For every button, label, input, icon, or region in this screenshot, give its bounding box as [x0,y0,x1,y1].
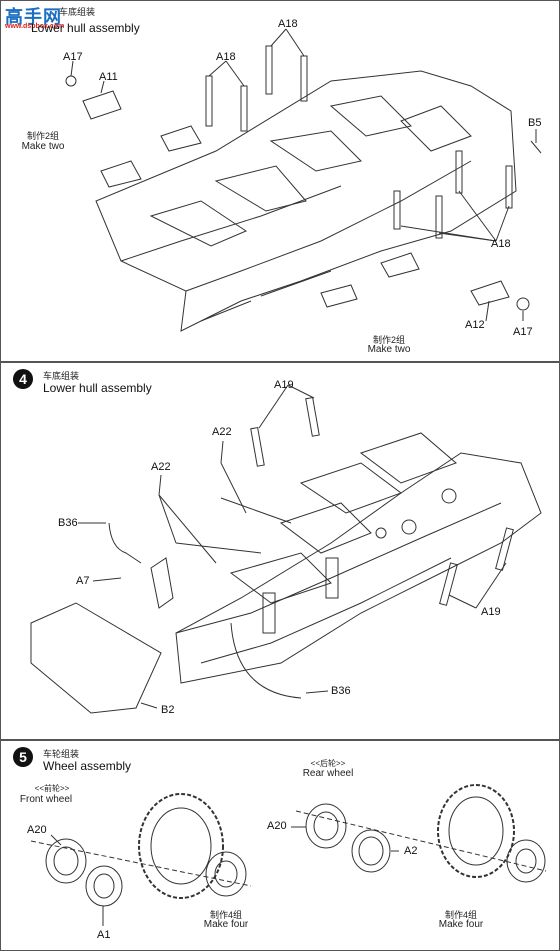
label-a11: A11 [99,71,118,83]
label-a18-top: A18 [278,18,298,30]
label-a17-left: A17 [63,51,83,63]
step3-title-en: Lower hull assembly [31,21,140,35]
make-two-left-zh: 制作2组 [26,131,59,141]
make-two-bottom-en: Make two [367,344,411,355]
label-b5: B5 [528,117,542,129]
watermark-url: www.dspbox.com [5,23,65,30]
front-wheel-en: Front wheel [19,794,73,805]
label-a18-right: A18 [491,238,511,250]
label-a20-rear: A20 [267,820,287,832]
watermark-logo: 高手网 www.dspbox.com [3,3,71,33]
label-b2: B2 [161,704,175,716]
label-a19-top: A19 [274,379,294,391]
step3-diagram [65,28,542,332]
make-four-front-en: Make four [203,919,249,930]
label-a12: A12 [465,319,485,331]
make-four-front-zh: 制作4组 [209,910,242,920]
label-a20-front: A20 [27,824,47,836]
make-four-rear-en: Make four [438,919,484,930]
label-a7: A7 [76,575,90,587]
step5-title-en: Wheel assembly [43,759,132,773]
step4-panel: 4 车底组装 Lower hull assembly [0,362,560,740]
label-a18-mid: A18 [216,51,236,63]
label-a22-top: A22 [212,426,232,438]
label-a1: A1 [97,929,111,941]
rear-wheel-zh: <<后轮>> [310,759,346,768]
step3-title-zh: 车底组装 [59,7,96,17]
step4-title-zh: 车底组装 [43,371,80,381]
make-two-left-en: Make two [21,141,65,152]
label-b36-left: B36 [58,517,78,529]
step4-diagram [30,384,542,714]
label-b36-bottom: B36 [331,685,351,697]
watermark-brand: 高手网 [5,7,62,27]
label-a17-right: A17 [513,326,533,338]
label-a22-left: A22 [151,461,171,473]
step5-title-zh: 车轮组装 [43,749,80,759]
step5-number: 5 [13,747,33,767]
make-four-rear-zh: 制作4组 [444,910,477,920]
make-two-bottom-zh: 制作2组 [372,335,405,345]
step5-diagram [30,784,547,926]
step4-number: 4 [13,369,33,389]
label-a19-right: A19 [481,606,501,618]
step3-panel: 高手网 www.dspbox.com 车底组装 Lower hull assem… [0,0,560,362]
rear-wheel-en: Rear wheel [302,768,354,779]
step5-panel: 5 车轮组装 Wheel assembly <<前轮>> Front wheel… [0,740,560,951]
front-wheel-zh: <<前轮>> [34,784,70,793]
label-a2: A2 [404,845,418,857]
step4-title-en: Lower hull assembly [43,381,152,395]
